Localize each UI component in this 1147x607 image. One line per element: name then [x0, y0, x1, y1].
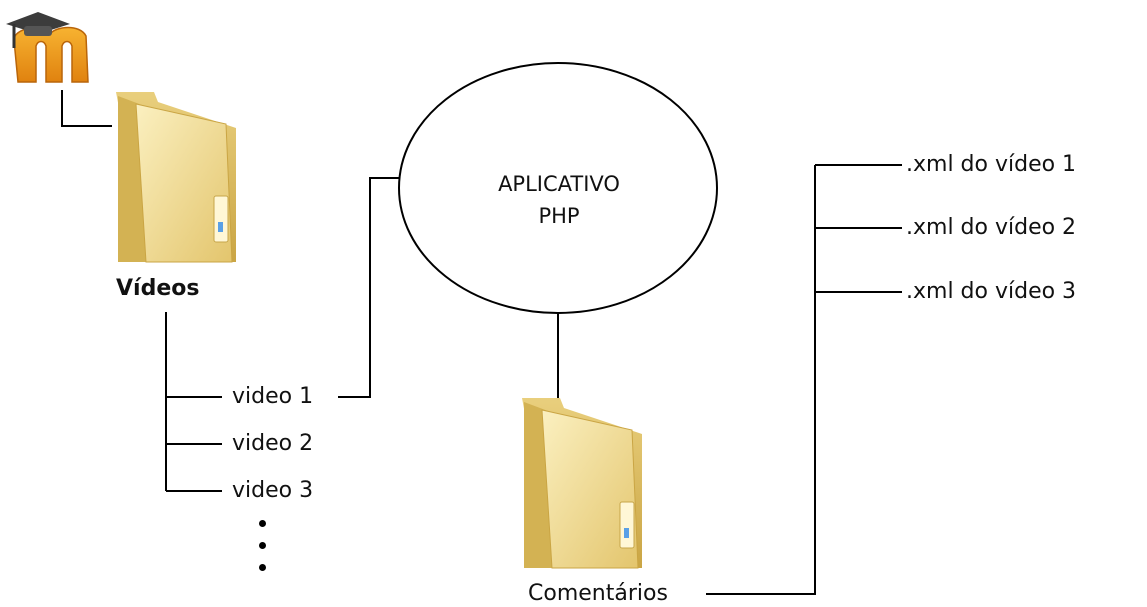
- video-1-label: video 1: [232, 384, 314, 409]
- comentarios-folder-label: Comentários: [528, 581, 668, 606]
- logo-connector: [61, 90, 112, 127]
- videos-folder-label: Vídeos: [116, 276, 200, 301]
- php-app-line2: PHP: [538, 204, 580, 228]
- ellipsis-dot: [259, 542, 266, 549]
- videos-folder-icon: [116, 92, 236, 263]
- php-app-line1: APLICATIVO: [498, 172, 620, 196]
- video1-to-app-connector: [338, 177, 400, 398]
- xml-1-label: .xml do vídeo 1: [906, 152, 1077, 177]
- ellipsis-dot: [259, 564, 266, 571]
- comentarios-tree-trunk: [706, 165, 816, 595]
- ellipsis-dot: [259, 520, 266, 527]
- video-3-label: video 3: [232, 478, 314, 503]
- moodle-logo-icon: [6, 12, 89, 83]
- xml-2-label: .xml do vídeo 2: [906, 215, 1077, 240]
- video-2-label: video 2: [232, 431, 314, 456]
- php-app-label: APLICATIVO PHP: [400, 168, 718, 232]
- xml-3-label: .xml do vídeo 3: [906, 279, 1077, 304]
- comentarios-folder-icon: [522, 398, 642, 569]
- more-videos-ellipsis: [259, 520, 271, 586]
